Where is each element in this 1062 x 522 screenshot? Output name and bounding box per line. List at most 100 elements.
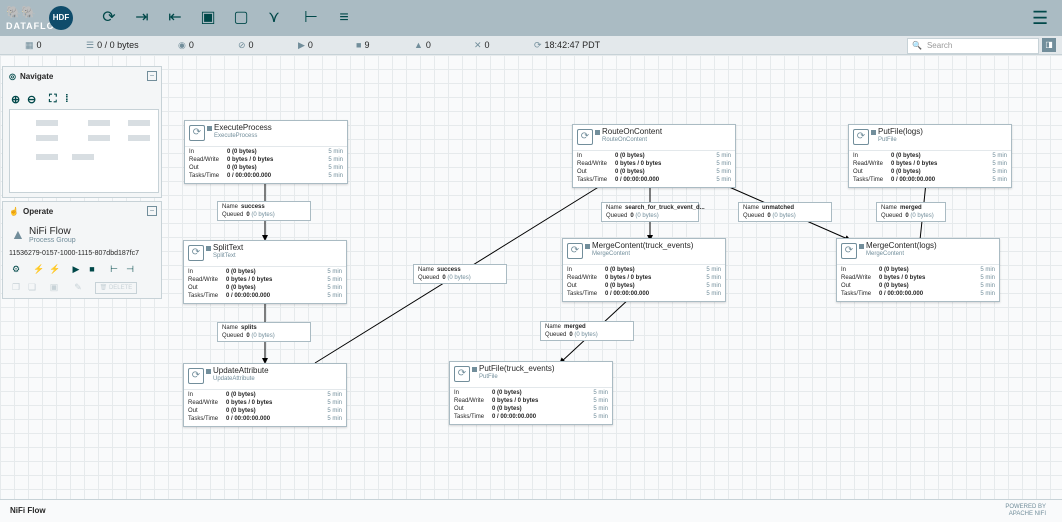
output-port-tool-icon[interactable]: ⇤ (168, 9, 182, 26)
configure-icon[interactable]: ⚙ (11, 264, 21, 274)
processor-type: MergeContent (592, 251, 631, 257)
copy-icon[interactable]: ❐ (11, 282, 21, 292)
upload-template-icon[interactable]: ⊣ (126, 264, 134, 274)
processor-header: ⟳ MergeContent(truck_events) MergeConten… (563, 239, 725, 265)
play-icon: ▶ (298, 40, 305, 50)
create-template-icon[interactable]: ⊢ (110, 264, 118, 274)
selection-name: NiFi Flow (29, 226, 71, 237)
processor-header: ⟳ PutFile(logs) PutFile (849, 125, 1011, 151)
stop-icon[interactable]: ■ (89, 264, 95, 274)
process-group-tool-icon[interactable]: ▣ (200, 9, 216, 26)
actual-size-icon[interactable]: ⁞ (65, 93, 69, 105)
logo-text: DATAFLOW (6, 21, 65, 31)
selection-type: Process Group (29, 237, 76, 244)
threads-icon: ▦ (25, 40, 34, 50)
processor-name: PutFile(logs) (878, 127, 923, 136)
processor-header: ⟳ MergeContent(logs) MergeContent (837, 239, 999, 265)
birdseye-block (88, 135, 110, 141)
processor-name: ExecuteProcess (214, 123, 272, 132)
processor-icon: ⟳ (841, 243, 857, 259)
label-tool-icon[interactable]: ≡ (339, 9, 349, 26)
template-tool-icon[interactable]: ⊢ (304, 9, 318, 26)
refresh-icon: ⟳ (534, 40, 542, 50)
input-port-tool-icon[interactable]: ⇥ (135, 9, 149, 26)
collapse-operate-icon[interactable]: − (147, 206, 157, 216)
paste-icon[interactable]: ❏ (27, 282, 37, 292)
stopped-state-icon (595, 130, 600, 135)
processor-icon: ⟳ (188, 245, 204, 261)
processor-header: ⟳ UpdateAttribute UpdateAttribute (184, 364, 346, 390)
enable-icon[interactable]: ⚡ (33, 264, 45, 274)
hdf-logo: 🐘🐘 DATAFLOW HDF (4, 3, 74, 33)
stopped-state-icon (206, 369, 211, 374)
operate-header: ☝Operate (9, 207, 54, 216)
processor-type: PutFile (479, 374, 498, 380)
color-icon[interactable]: ✎ (74, 282, 82, 292)
funnel-tool-icon[interactable]: ⋎ (268, 9, 280, 26)
processor-type: MergeContent (866, 251, 905, 257)
processor-icon: ⟳ (577, 129, 593, 145)
queued-total: ☰0 / 0 bytes (86, 40, 139, 50)
processor-merge-content-truck-events[interactable]: ⟳ MergeContent(truck_events) MergeConten… (562, 238, 726, 302)
zoom-out-icon[interactable]: ⊖ (27, 94, 37, 106)
processor-tool-icon[interactable]: ⟳ (102, 9, 116, 26)
transmitting-icon: ◉ (178, 40, 186, 50)
collapse-navigate-icon[interactable]: − (147, 71, 157, 81)
birdseye-block (128, 120, 150, 126)
hdf-badge: HDF (49, 6, 73, 30)
group-icon[interactable]: ▣ (49, 282, 59, 292)
running-count: ▶0 (298, 40, 313, 50)
fit-icon[interactable]: ⛶ (49, 93, 57, 105)
search-input[interactable]: 🔍Search (907, 38, 1039, 54)
processor-type: SplitText (213, 253, 236, 259)
birdseye-view[interactable] (9, 109, 159, 193)
stopped-state-icon (585, 244, 590, 249)
processor-name: RouteOnContent (602, 127, 663, 136)
search-toggle-icon[interactable]: ◨ (1042, 38, 1056, 52)
zoom-in-icon[interactable]: ⊕ (11, 94, 21, 106)
stopped-state-icon (472, 367, 477, 372)
last-refreshed: ⟳18:42:47 PDT (534, 40, 601, 50)
start-icon[interactable]: ▶ (72, 264, 80, 274)
global-menu-icon[interactable]: ☰ (1032, 8, 1049, 28)
elephant-icon: 🐘🐘 (6, 5, 36, 19)
warning-icon: ▲ (414, 40, 423, 50)
disable-icon[interactable]: ⚡ (49, 264, 61, 274)
not-transmitting-icon: ⊘ (238, 40, 246, 50)
delete-button[interactable]: 🗑 DELETE (95, 282, 137, 294)
remote-group-tool-icon[interactable]: ▢ (233, 9, 249, 26)
birdseye-block (36, 135, 58, 141)
breadcrumb[interactable]: NiFi Flow (10, 506, 46, 515)
processor-type: PutFile (878, 137, 897, 143)
processor-icon: ⟳ (853, 129, 869, 145)
